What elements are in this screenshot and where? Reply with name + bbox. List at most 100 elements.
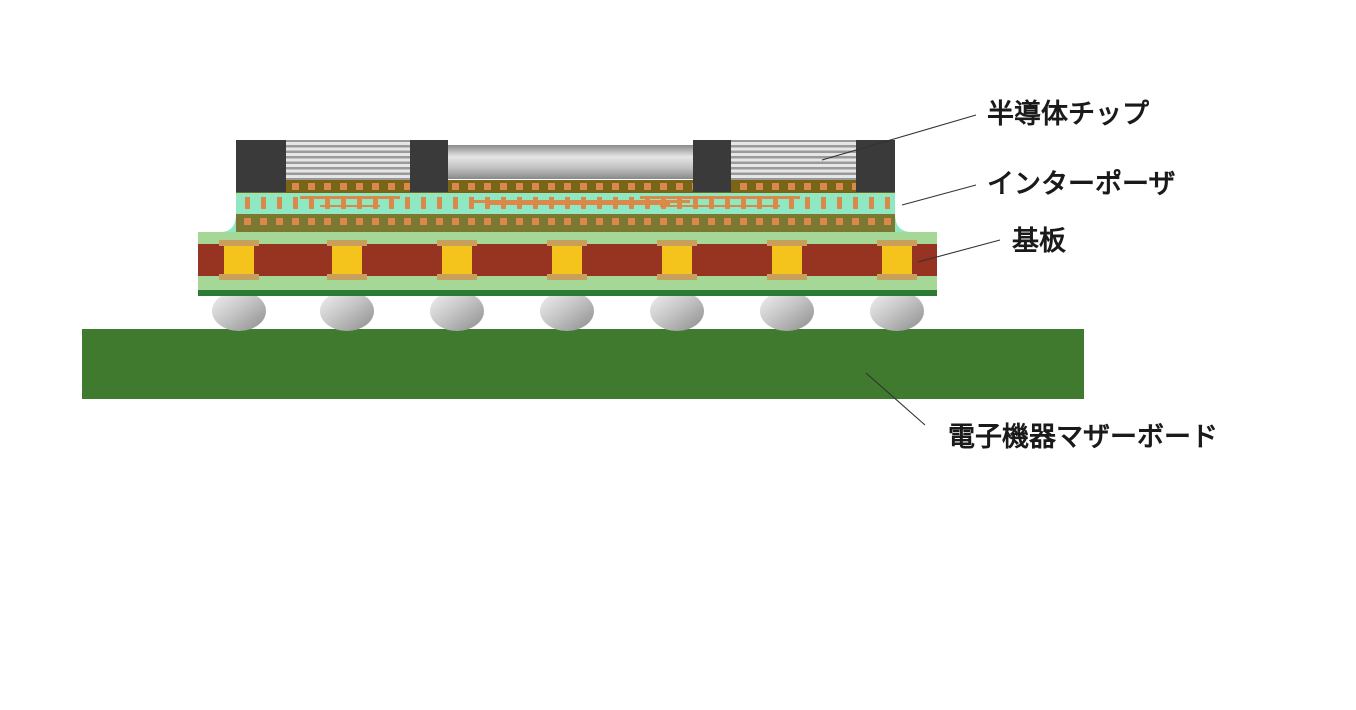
tsv-pad bbox=[660, 218, 667, 225]
solder-ball bbox=[650, 291, 704, 331]
interposer-wiring bbox=[244, 183, 891, 225]
micro-bump bbox=[356, 183, 363, 190]
via-pad-top bbox=[547, 240, 587, 246]
interposer bbox=[220, 180, 912, 232]
interposer-via bbox=[421, 197, 426, 209]
tsv-pad bbox=[532, 218, 539, 225]
micro-bump bbox=[852, 183, 859, 190]
micro-bump bbox=[580, 183, 587, 190]
interposer-via bbox=[821, 197, 826, 209]
solder-balls bbox=[212, 291, 924, 331]
tsv-pad bbox=[756, 218, 763, 225]
interposer-via bbox=[837, 197, 842, 209]
micro-bump bbox=[804, 183, 811, 190]
interposer-via bbox=[245, 197, 250, 209]
solder-ball bbox=[540, 291, 594, 331]
substrate-green-stripe bbox=[198, 290, 937, 296]
tsv-pad bbox=[404, 218, 411, 225]
interposer-via bbox=[261, 197, 266, 209]
memory-die-layer bbox=[731, 175, 856, 178]
interposer-leader-line bbox=[901, 184, 977, 206]
memory-die-layer bbox=[731, 147, 856, 151]
tsv-pad bbox=[340, 218, 347, 225]
via-pad-bottom bbox=[767, 274, 807, 280]
tsv-pad bbox=[884, 218, 891, 225]
chip-left-edge bbox=[236, 140, 286, 192]
via-pad-bottom bbox=[547, 274, 587, 280]
solder-ball bbox=[212, 291, 266, 331]
interposer-via bbox=[437, 197, 442, 209]
interposer-via bbox=[725, 197, 730, 209]
chip-mid-left-block bbox=[410, 140, 448, 192]
micro-bump bbox=[788, 183, 795, 190]
micro-bump bbox=[404, 183, 411, 190]
interposer-trace bbox=[320, 205, 380, 207]
via bbox=[332, 246, 362, 274]
via bbox=[882, 246, 912, 274]
tsv-pad bbox=[548, 218, 555, 225]
memory-die-layer bbox=[731, 158, 856, 162]
tsv-pad bbox=[484, 218, 491, 225]
chip-leader-line bbox=[821, 114, 977, 161]
tsv-pad bbox=[676, 218, 683, 225]
micro-bump bbox=[372, 183, 379, 190]
interposer-via bbox=[277, 197, 282, 209]
micro-bump bbox=[676, 183, 683, 190]
memory-die-layer bbox=[286, 158, 410, 162]
chip-memory-stack-left bbox=[286, 140, 410, 180]
interposer-via bbox=[293, 197, 298, 209]
tsv-pad bbox=[420, 218, 427, 225]
tsv-pad bbox=[324, 218, 331, 225]
micro-bump bbox=[660, 183, 667, 190]
interposer-via bbox=[373, 197, 378, 209]
memory-die-layer bbox=[731, 142, 856, 145]
tsv-pad bbox=[516, 218, 523, 225]
interposer-via bbox=[325, 197, 330, 209]
tsv-pad bbox=[852, 218, 859, 225]
micro-bump bbox=[292, 183, 299, 190]
memory-die-layer bbox=[731, 164, 856, 167]
motherboard-leader-line bbox=[865, 372, 926, 426]
tsv-pad bbox=[436, 218, 443, 225]
tsv-pad bbox=[372, 218, 379, 225]
tsv-pad bbox=[724, 218, 731, 225]
interposer-via bbox=[341, 197, 346, 209]
chip-label: 半導体チップ bbox=[987, 98, 1150, 130]
interposer-via bbox=[357, 197, 362, 209]
micro-bump bbox=[468, 183, 475, 190]
interposer-via bbox=[741, 197, 746, 209]
tsv-pad bbox=[692, 218, 699, 225]
tsv-pad bbox=[308, 218, 315, 225]
micro-bump bbox=[308, 183, 315, 190]
substrate bbox=[198, 232, 937, 296]
via-pad-top bbox=[219, 240, 259, 246]
micro-bump bbox=[820, 183, 827, 190]
chip-mid-right-block bbox=[693, 140, 731, 192]
chip-stack bbox=[236, 140, 895, 192]
micro-bump bbox=[516, 183, 523, 190]
tsv-pad bbox=[244, 218, 251, 225]
interposer-via bbox=[885, 197, 890, 209]
interposer-via bbox=[805, 197, 810, 209]
via bbox=[662, 246, 692, 274]
via bbox=[442, 246, 472, 274]
tsv-pad bbox=[708, 218, 715, 225]
tsv-pad bbox=[260, 218, 267, 225]
micro-bump bbox=[340, 183, 347, 190]
via-pad-bottom bbox=[327, 274, 367, 280]
interposer-via bbox=[389, 197, 394, 209]
memory-die-layer bbox=[731, 153, 856, 156]
micro-bump bbox=[644, 183, 651, 190]
solder-ball bbox=[430, 291, 484, 331]
via-pad-top bbox=[877, 240, 917, 246]
solder-ball bbox=[320, 291, 374, 331]
tsv-pad bbox=[564, 218, 571, 225]
substrate-vias bbox=[219, 240, 917, 280]
via-pad-top bbox=[657, 240, 697, 246]
tsv-pad bbox=[740, 218, 747, 225]
tsv-pad bbox=[644, 218, 651, 225]
memory-die-layer bbox=[286, 147, 410, 151]
via bbox=[772, 246, 802, 274]
solder-ball bbox=[760, 291, 814, 331]
